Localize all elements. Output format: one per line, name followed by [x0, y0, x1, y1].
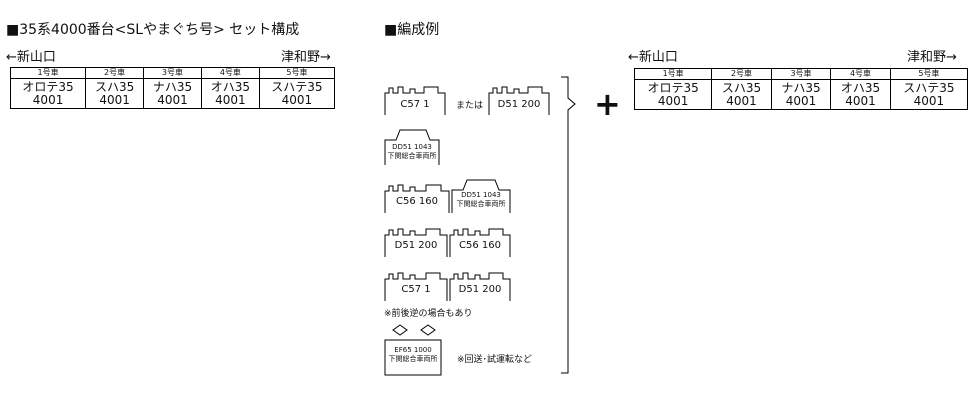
steam-locomotive-c57-1: C57 1 [384, 80, 446, 116]
diesel-loco-icon [451, 179, 511, 213]
car-type: スハテ35 [903, 80, 955, 95]
set-composition-title: ■35系4000番台<SLやまぐち号> セット構成 [6, 22, 300, 38]
car-number-cell: 3号車 [143, 67, 202, 79]
pantograph-icon [392, 324, 408, 336]
car-number-cell: 3号車 [770, 68, 832, 80]
direction-left-label: ←新山口 [6, 50, 56, 65]
car-serial: 4001 [157, 92, 188, 107]
car-serial: 4001 [32, 92, 64, 107]
direction-left-label: ←新山口 [628, 50, 678, 65]
car-number-cell: 2号車 [85, 67, 145, 79]
car-type: オハ35 [840, 80, 881, 95]
car-number-cell: 2号車 [711, 68, 772, 80]
steam-loco-icon [384, 228, 448, 257]
car-serial: 4001 [657, 93, 689, 108]
steam-loco-icon [449, 272, 511, 301]
car-type: スハテ35 [271, 79, 323, 94]
steam-loco-icon [384, 272, 448, 301]
car-serial: 4001 [215, 92, 246, 107]
electric-loco-icon [384, 324, 442, 376]
car-number-cell: 5号車 [258, 67, 336, 79]
car-serial: 4001 [785, 93, 817, 108]
car-serial: 4001 [845, 93, 876, 108]
steam-locomotive-c56-160: C56 160 [384, 178, 450, 214]
misc-operation-note: ※回送･試運転など [457, 355, 533, 365]
car-serial: 4001 [913, 93, 945, 108]
steam-locomotive-c56-160: C56 160 [449, 222, 511, 258]
car-type: ナハ35 [781, 80, 821, 95]
car-type: ナハ35 [152, 79, 193, 94]
car-number-cell: 4号車 [200, 67, 260, 79]
steam-loco-icon [449, 228, 511, 257]
steam-locomotive-d51-200: D51 200 [449, 266, 511, 302]
car-type: オロテ35 [22, 79, 74, 94]
formation-example-title: ■編成例 [384, 22, 440, 38]
bracket-brace [561, 76, 576, 374]
car-type: オハ35 [210, 79, 250, 94]
car-number-cell: 1号車 [9, 67, 87, 79]
plus-sign: + [594, 85, 621, 123]
direction-right-label: 津和野→ [907, 50, 957, 65]
car-number-cell: 5号車 [889, 68, 969, 80]
car-type: スハ35 [721, 80, 762, 95]
steam-locomotive-d51-200: D51 200 [384, 222, 448, 258]
steam-locomotive-c57-1: C57 1 [384, 266, 448, 302]
car-number-cell: 4号車 [830, 68, 891, 80]
car-serial: 4001 [281, 92, 313, 107]
steam-loco-icon [488, 86, 550, 115]
steam-locomotive-d51-200: D51 200 [488, 80, 550, 116]
car-type: オロテ35 [647, 80, 699, 95]
diesel-loco-icon [384, 129, 440, 165]
direction-right-label: 津和野→ [281, 50, 331, 65]
car-number-cell: 1号車 [633, 68, 713, 80]
car-serial: 4001 [726, 93, 757, 108]
car-type: スハ35 [94, 79, 135, 94]
pantograph-icon [420, 324, 436, 336]
or-text: または [456, 101, 484, 111]
steam-loco-icon [384, 86, 446, 115]
steam-loco-icon [384, 184, 450, 213]
car-serial: 4001 [99, 92, 130, 107]
reverse-order-note: ※前後逆の場合もあり [384, 309, 473, 319]
